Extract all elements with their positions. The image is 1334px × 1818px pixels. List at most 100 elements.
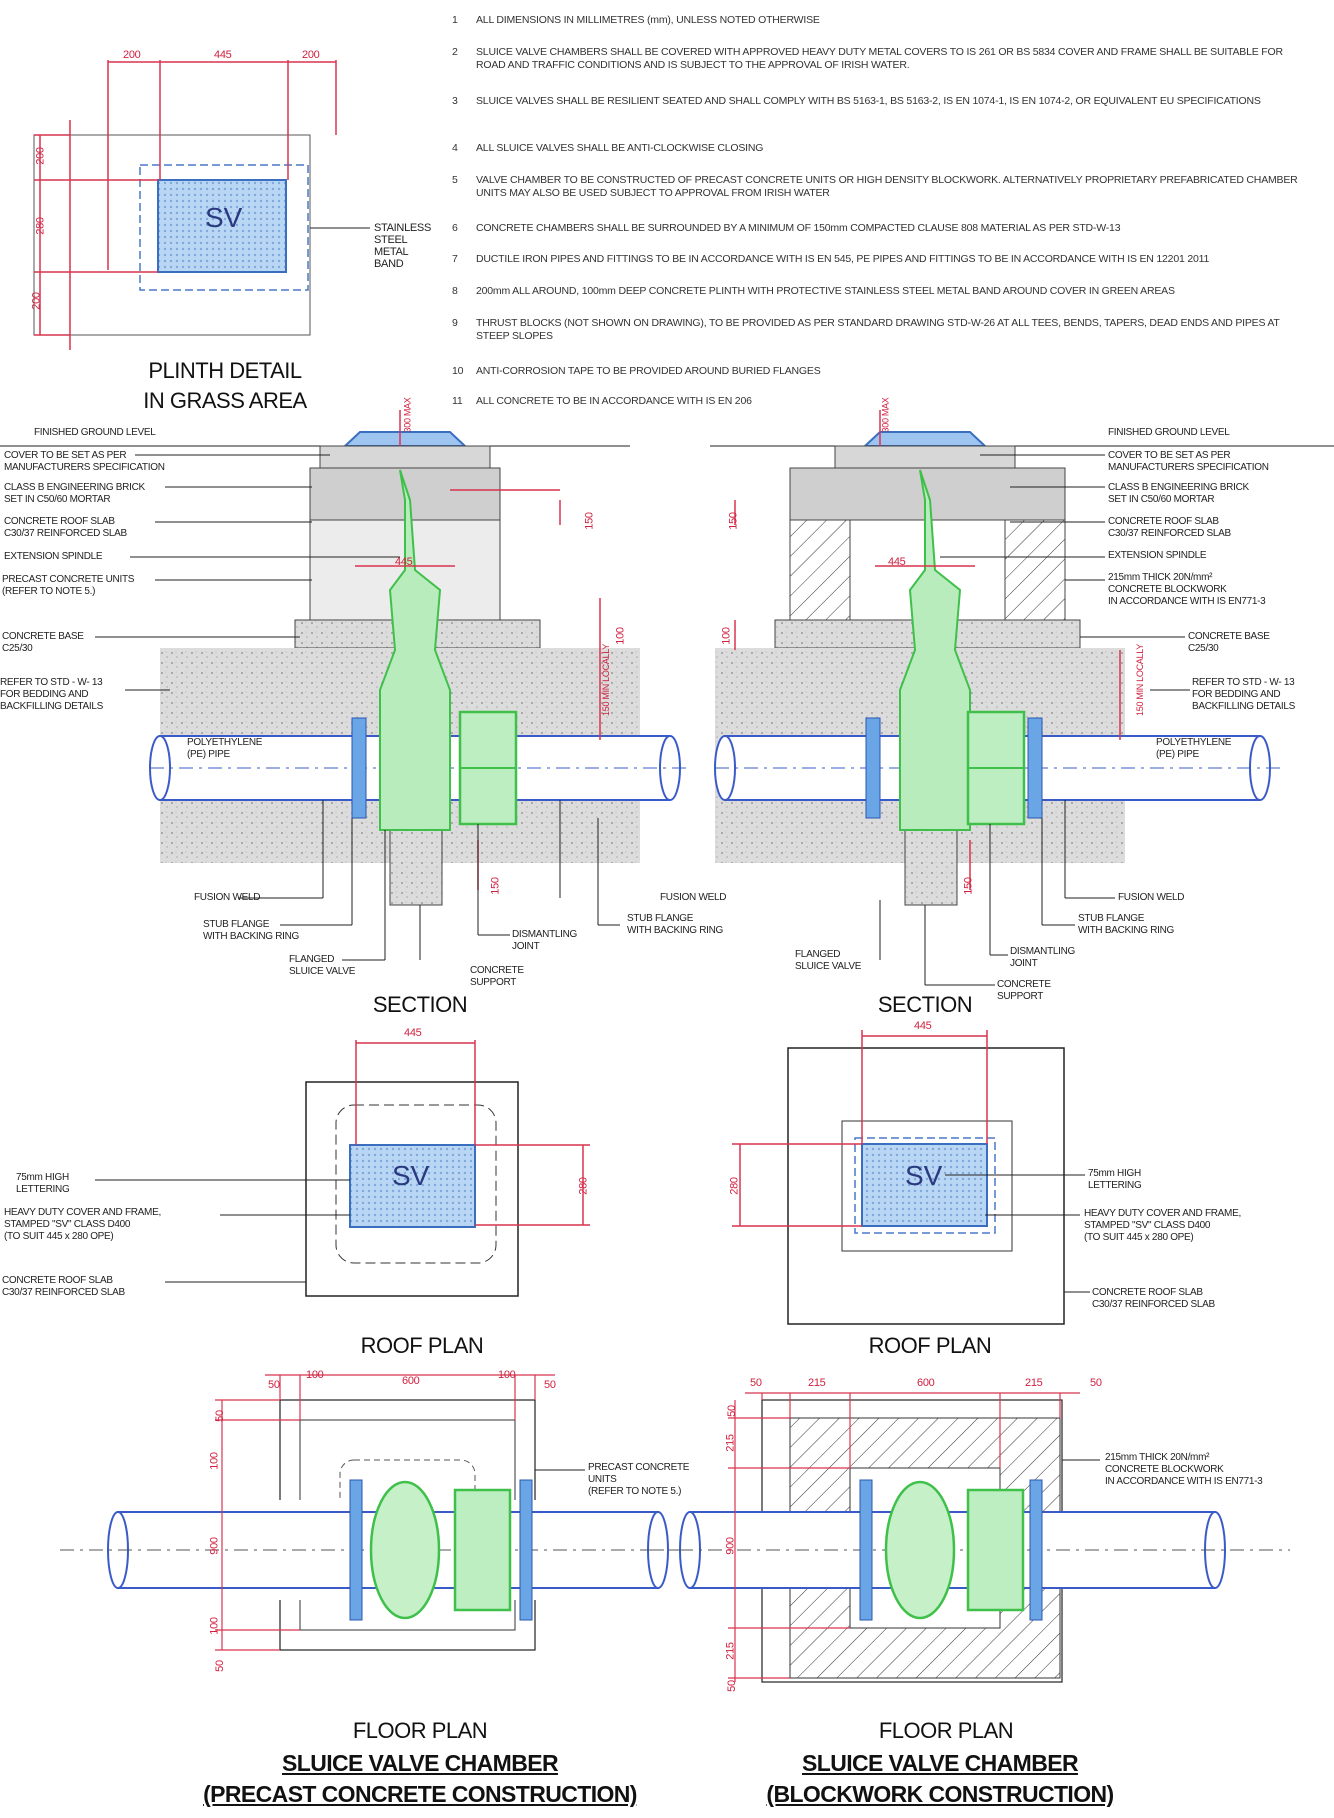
sr-dim-150: 150 [727,512,740,530]
sr-block: 215mm THICK 20N/mm² CONCRETE BLOCKWORK I… [1108,572,1266,607]
floor-right-dim-a: 50 [750,1377,762,1389]
floor-left-dim-v2: 100 [208,1452,221,1470]
sl-brick: CLASS B ENGINEERING BRICK SET IN C50/60 … [4,482,145,505]
note-number: 7 [452,253,458,265]
plinth-dim-v2: 280 [34,217,47,235]
sl-pipe: POLYETHYLENE (PE) PIPE [187,737,263,760]
note-text: ALL DIMENSIONS IN MILLIMETRES (mm), UNLE… [476,14,820,26]
sr-dim-150min: 150 MIN LOCALLY [1134,644,1145,716]
floor-right-dim-d: 215 [1025,1377,1043,1389]
note-text: 200mm ALL AROUND, 100mm DEEP CONCRETE PL… [476,285,1175,297]
sl-fusion2: FUSION WELD [660,892,727,903]
sl-dim-445: 445 [395,556,413,568]
floor-right-title: FLOOR PLAN [878,1718,1014,1743]
floor-right-block: 215mm THICK 20N/mm² CONCRETE BLOCKWORK I… [1105,1452,1263,1487]
plinth-dim-mid: 445 [214,49,232,61]
roof-right-cover: HEAVY DUTY COVER AND FRAME, STAMPED "SV"… [1084,1208,1241,1243]
section-left-title: SECTION [372,992,468,1017]
roof-right-sv-lettering: SV [905,1160,943,1191]
note-number: 5 [452,174,458,186]
note-number: 10 [452,365,464,377]
note-text: ALL CONCRETE TO BE IN ACCORDANCE WITH IS… [476,395,752,407]
plinth-band-label: STAINLESS STEEL METAL BAND [374,222,432,270]
sr-fgl: FINISHED GROUND LEVEL [1108,427,1230,438]
note-number: 8 [452,285,458,297]
sr-stub: STUB FLANGE WITH BACKING RING [1078,913,1175,936]
sr-dim-max: 300 MAX [880,397,891,433]
roof-right-lettering: 75mm HIGH LETTERING [1088,1168,1142,1191]
sr-refer: REFER TO STD - W- 13 FOR BEDDING AND BAC… [1192,677,1296,712]
sr-base: CONCRETE BASE C25/30 [1188,631,1270,654]
plinth-dim-v3: 200 [30,292,43,310]
plinth-dim-right: 200 [302,49,320,61]
note-text: SLUICE VALVE CHAMBERS SHALL BE COVERED W… [476,46,1283,71]
floor-right-dim-c: 600 [917,1377,935,1389]
section-right-title: SECTION [877,992,973,1017]
roof-right-slab: CONCRETE ROOF SLAB C30/37 REINFORCED SLA… [1092,1287,1215,1310]
sr-flanged: FLANGED SLUICE VALVE [795,949,862,972]
floor-left-dim-v1: 50 [213,1410,226,1422]
floor-left-dim-v4: 100 [208,1617,221,1635]
note-text: SLUICE VALVES SHALL BE RESILIENT SEATED … [476,95,1261,107]
plinth-dim-v1: 200 [34,147,47,165]
note-number: 4 [452,142,458,154]
sl-dim-100: 100 [614,627,627,645]
note-number: 2 [452,46,458,58]
note-text: ALL SLUICE VALVES SHALL BE ANTI-CLOCKWIS… [476,142,764,154]
sl-spindle: EXTENSION SPINDLE [4,551,103,562]
roof-left-cover: HEAVY DUTY COVER AND FRAME, STAMPED "SV"… [4,1207,161,1242]
sl-fusion: FUSION WELD [194,892,261,903]
sr-dim-100: 100 [720,627,733,645]
floor-left-dim-a: 50 [268,1379,280,1391]
floor-left-dim-v5: 50 [213,1660,226,1672]
floor-right-subtitle1: SLUICE VALVE CHAMBER [802,1750,1079,1776]
roof-left-sv-lettering: SV [392,1160,430,1191]
roof-right-dim-w: 445 [914,1020,932,1032]
plinth-sv-lettering: SV [205,202,243,233]
roof-left-slab: CONCRETE ROOF SLAB C30/37 REINFORCED SLA… [2,1275,125,1298]
floor-right-dim-e: 50 [1090,1377,1102,1389]
sl-dim-150min: 150 MIN LOCALLY [600,644,611,716]
note-text: VALVE CHAMBER TO BE CONSTRUCTED OF PRECA… [476,174,1298,199]
sl-dim-150b: 150 [489,877,502,895]
roof-left-dim-w: 445 [404,1027,422,1039]
floor-right-dim-v3: 900 [724,1537,737,1555]
sl-dim-max: 300 MAX [402,397,413,433]
note-number: 9 [452,317,458,329]
note-number: 3 [452,95,458,107]
roof-plan-right [732,1030,1065,1325]
sr-dim-445: 445 [888,556,906,568]
sl-roof: CONCRETE ROOF SLAB C30/37 REINFORCED SLA… [4,516,127,539]
floor-right-dim-v5: 50 [725,1680,738,1692]
section-right [710,410,1334,906]
sl-cover: COVER TO BE SET AS PER MANUFACTURERS SPE… [4,450,165,473]
floor-left-dim-c: 600 [402,1375,420,1387]
sl-dim-150: 150 [583,512,596,530]
floor-right-dim-b: 215 [808,1377,826,1389]
note-text: THRUST BLOCKS (NOT SHOWN ON DRAWING), TO… [476,317,1280,342]
leader-lines [95,454,1190,1293]
roof-plan-left [305,1040,590,1297]
sr-brick: CLASS B ENGINEERING BRICK SET IN C50/60 … [1108,482,1249,505]
sl-flanged: FLANGED SLUICE VALVE [289,954,356,977]
plinth-detail [33,60,370,350]
sr-cover: COVER TO BE SET AS PER MANUFACTURERS SPE… [1108,450,1269,473]
sl-fgl: FINISHED GROUND LEVEL [34,427,156,438]
sl-base: CONCRETE BASE C25/30 [2,631,84,654]
sr-roof: CONCRETE ROOF SLAB C30/37 REINFORCED SLA… [1108,516,1231,539]
sl-precast: PRECAST CONCRETE UNITS (REFER TO NOTE 5.… [2,574,135,597]
floor-plan-right [650,1392,1290,1683]
plinth-subtitle: IN GRASS AREA [143,388,307,413]
floor-left-dim-v3: 900 [208,1537,221,1555]
sr-spindle: EXTENSION SPINDLE [1108,550,1207,561]
note-text: CONCRETE CHAMBERS SHALL BE SURROUNDED BY… [476,222,1121,234]
plinth-dim-left: 200 [123,49,141,61]
floor-left-subtitle1: SLUICE VALVE CHAMBER [282,1750,559,1776]
sl-refer: REFER TO STD - W- 13 FOR BEDDING AND BAC… [0,677,104,712]
floor-left-precast: PRECAST CONCRETE UNITS (REFER TO NOTE 5.… [588,1462,690,1497]
floor-left-dim-b: 100 [306,1369,324,1381]
floor-left-subtitle2: (PRECAST CONCRETE CONSTRUCTION) [203,1781,637,1807]
sl-dismantling: DISMANTLING JOINT [512,929,578,952]
sr-support: CONCRETE SUPPORT [997,979,1051,1002]
